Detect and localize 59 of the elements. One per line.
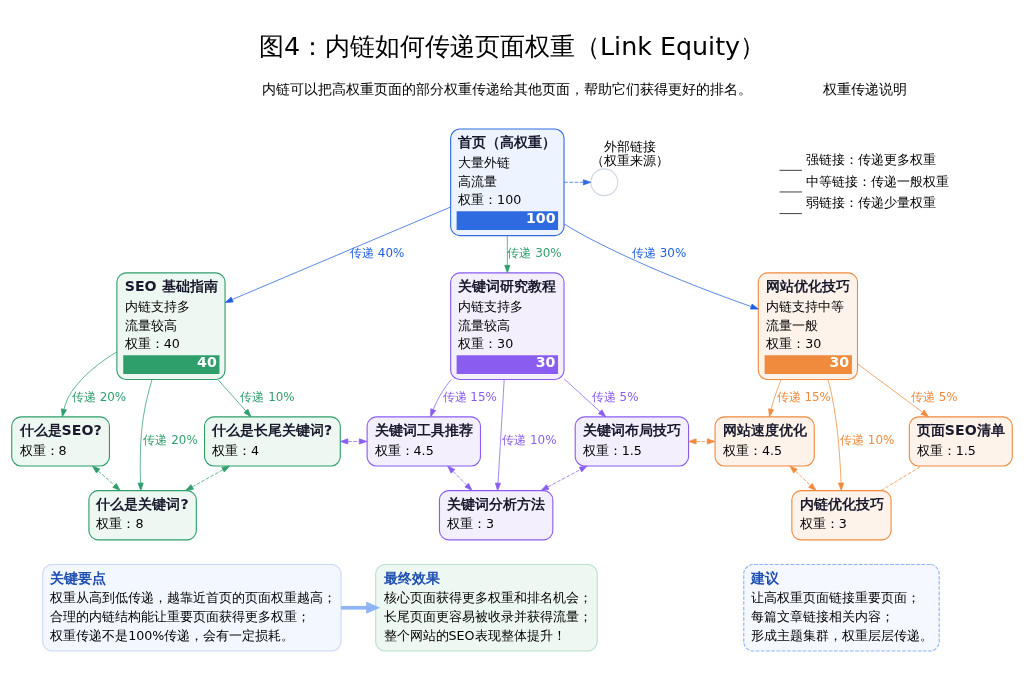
arrow bbox=[447, 465, 473, 491]
edge-label: 传递 40% bbox=[350, 246, 405, 261]
arrow bbox=[217, 379, 252, 417]
label: 内链可以把高权重页面的部分权重传递给其他页面，帮助它们获得更好的排名。 bbox=[262, 81, 753, 98]
node-box: 什么是SEO? 权重：8 bbox=[11, 416, 110, 467]
node-box: SEO 基础指南 内链支持多 流量较高 权重：40 40 bbox=[116, 272, 226, 381]
label: 权重传递说明 bbox=[822, 81, 907, 98]
connector bbox=[880, 465, 922, 491]
node-box: 首页（高权重） 大量外链 高流量 权重：100 100 bbox=[450, 128, 565, 237]
legend-label: 弱链接：传递少量权重 bbox=[806, 195, 937, 211]
edge-label: 传递 30% bbox=[507, 246, 562, 261]
node-box: 关键要点 权重从高到低传递，越靠近首页的页面权重越高； 合理的内链结构能让重要页面获得更多权重； 权重传递不是100%传递，会有一定损耗。 bbox=[42, 563, 342, 652]
arrow bbox=[61, 351, 118, 418]
node-box: 什么是关键词? 权重：8 bbox=[88, 490, 197, 541]
edge-label: 传递 15% bbox=[442, 390, 497, 405]
arrow bbox=[563, 223, 759, 310]
edge-label: 传递 5% bbox=[910, 390, 958, 405]
arrow bbox=[504, 235, 511, 274]
edge-label: 传递 10% bbox=[502, 433, 557, 448]
arrow bbox=[340, 438, 368, 445]
node-box: 内链优化技巧 权重：3 bbox=[791, 490, 892, 541]
node-box: 关键词研究教程 内链支持多 流量较高 权重：30 30 bbox=[450, 272, 565, 381]
node-box: 建议 让高权重页面链接重要页面； 每篇文章链接相关内容； 形成主题集群，权重层层传递。 bbox=[743, 563, 940, 652]
edge-label: 传递 15% bbox=[776, 390, 831, 405]
arrow bbox=[688, 438, 716, 445]
arrow bbox=[224, 206, 451, 303]
node-label: 外部链接 bbox=[603, 138, 656, 154]
node-box: 关键词布局技巧 权重：1.5 bbox=[574, 416, 690, 467]
node-box: 网站优化技巧 内链支持中等 流量一般 权重：30 30 bbox=[757, 272, 859, 381]
arrow bbox=[827, 379, 845, 491]
arrow bbox=[563, 378, 607, 418]
arrow bbox=[857, 363, 929, 418]
arrow bbox=[789, 465, 817, 491]
node-box: 网站速度优化 权重：4.5 bbox=[714, 416, 815, 467]
node-label: （权重来源） bbox=[590, 152, 669, 168]
arrow bbox=[540, 465, 588, 491]
edge-label: 传递 5% bbox=[591, 390, 639, 405]
edge-label: 传递 10% bbox=[840, 433, 895, 448]
node-box: 最终效果 核心页面获得更多权重和排名机会； 长尾页面更容易被收录并获得流量； 整个网站的SEO表现整体提升！ bbox=[375, 563, 598, 652]
arrow bbox=[185, 465, 230, 491]
arrow bbox=[563, 179, 592, 186]
arrow bbox=[341, 601, 381, 614]
diagram-title: 图4：内链如何传递页面权重（Link Equity） bbox=[258, 31, 766, 62]
edge-label: 传递 20% bbox=[143, 433, 198, 448]
node-box: 页面SEO清单 权重：1.5 bbox=[908, 416, 1013, 467]
arrow bbox=[768, 379, 782, 417]
arrow bbox=[430, 379, 452, 418]
node-circle bbox=[590, 168, 619, 197]
edge-label: 传递 20% bbox=[71, 390, 127, 405]
arrow bbox=[92, 465, 121, 491]
arrow bbox=[137, 379, 153, 491]
edge-label: 传递 30% bbox=[631, 246, 687, 261]
node-box: 关键词分析方法 权重：3 bbox=[438, 490, 554, 541]
legend-label: 中等链接：传递一般权重 bbox=[806, 173, 950, 189]
edge-label: 传递 10% bbox=[240, 390, 295, 405]
legend-label: 强链接：传递更多权重 bbox=[806, 152, 937, 168]
arrow bbox=[495, 379, 505, 491]
node-box: 什么是长尾关键词? 权重：4 bbox=[203, 416, 341, 467]
node-box: 关键词工具推荐 权重：4.5 bbox=[366, 416, 482, 467]
